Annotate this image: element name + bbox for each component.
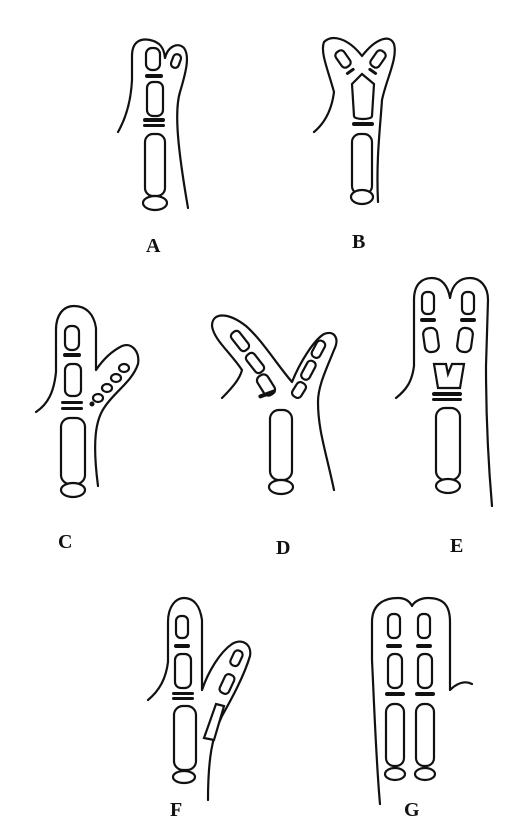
middle-phalanx-a bbox=[147, 82, 163, 116]
diagram-f bbox=[148, 598, 250, 800]
joint-b2 bbox=[352, 122, 374, 126]
proximal-right-g bbox=[416, 704, 434, 766]
metacarpal-head-left-g bbox=[385, 768, 405, 780]
middle-phalanx-b bbox=[352, 74, 374, 119]
label-a: A bbox=[146, 236, 160, 256]
proximal-left-g bbox=[386, 704, 404, 766]
middle-phalanx-f bbox=[175, 654, 191, 688]
accessory-distal-f bbox=[229, 649, 244, 667]
accessory-bone-1 bbox=[119, 364, 129, 372]
accessory-bone-4 bbox=[93, 394, 103, 402]
distal-phalanx-f bbox=[176, 616, 188, 638]
proximal-fork-e bbox=[434, 364, 464, 388]
joint-e2 bbox=[432, 392, 462, 396]
metacarpal-head-c bbox=[61, 483, 85, 497]
distal-left-g bbox=[388, 614, 400, 638]
accessory-bone-3 bbox=[102, 384, 112, 392]
joint-c1 bbox=[63, 353, 81, 357]
metacarpal-head-d bbox=[269, 480, 293, 494]
joint-b-left bbox=[345, 67, 355, 75]
joint-e-l1 bbox=[420, 318, 436, 322]
proximal-phalanx-f bbox=[174, 706, 196, 770]
accessory-metacarpal-f bbox=[204, 704, 224, 740]
diagram-b bbox=[314, 38, 395, 204]
label-e: E bbox=[450, 536, 463, 556]
distal-right-e bbox=[462, 292, 474, 314]
label-b: B bbox=[352, 232, 365, 252]
metacarpal-head-right-g bbox=[415, 768, 435, 780]
accessory-joint bbox=[90, 402, 95, 407]
distal-phalanx-a bbox=[146, 48, 160, 70]
accessory-bone-2 bbox=[111, 374, 121, 382]
joint-g-l2 bbox=[385, 692, 405, 696]
joint-a2 bbox=[143, 118, 165, 122]
distal-right-g bbox=[418, 614, 430, 638]
joint-a3 bbox=[143, 124, 165, 127]
joint-a1 bbox=[145, 74, 163, 78]
diagram-c bbox=[36, 306, 138, 497]
diagram-e bbox=[396, 278, 492, 506]
joint-f3 bbox=[172, 697, 194, 700]
proximal-right-d bbox=[291, 381, 308, 400]
small-distal-a bbox=[170, 53, 182, 69]
middle-left-d bbox=[244, 351, 265, 374]
outline-f bbox=[148, 598, 250, 800]
metacarpal-head-f bbox=[173, 771, 195, 783]
joint-g-r2 bbox=[415, 692, 435, 696]
joint-g-r1 bbox=[416, 644, 432, 648]
proximal-phalanx-c bbox=[61, 418, 85, 484]
label-c: C bbox=[58, 532, 72, 552]
outline-c bbox=[36, 306, 138, 486]
middle-right-e bbox=[456, 327, 473, 353]
distal-right-b bbox=[369, 49, 388, 69]
proximal-phalanx-a bbox=[145, 134, 165, 196]
metacarpal-head-a bbox=[143, 196, 167, 210]
metacarpal-head-e bbox=[436, 479, 460, 493]
distal-phalanx-c bbox=[65, 326, 79, 350]
metacarpal-head-b bbox=[351, 190, 373, 204]
joint-g-l1 bbox=[386, 644, 402, 648]
distal-right-d bbox=[310, 339, 326, 359]
accessory-middle-f bbox=[218, 673, 236, 695]
joint-c2 bbox=[61, 401, 83, 404]
diagram-d bbox=[212, 316, 336, 495]
metacarpal-e bbox=[436, 408, 460, 480]
joint-c3 bbox=[61, 407, 83, 410]
diagram-g bbox=[372, 598, 472, 804]
distal-left-e bbox=[422, 292, 434, 314]
middle-left-g bbox=[388, 654, 402, 688]
middle-phalanx-c bbox=[65, 364, 81, 396]
middle-right-g bbox=[418, 654, 432, 688]
joint-f2 bbox=[172, 692, 194, 695]
joint-e-r1 bbox=[460, 318, 476, 322]
label-f: F bbox=[170, 800, 182, 820]
proximal-phalanx-b bbox=[352, 134, 372, 194]
joint-f1 bbox=[174, 644, 190, 648]
diagram-a bbox=[118, 40, 188, 210]
middle-left-e bbox=[422, 327, 439, 353]
distal-left-d bbox=[229, 329, 250, 352]
distal-left-b bbox=[334, 49, 353, 69]
joint-e3 bbox=[432, 398, 462, 401]
label-g: G bbox=[404, 800, 420, 820]
label-d: D bbox=[276, 538, 290, 558]
metacarpal-d bbox=[270, 410, 292, 480]
